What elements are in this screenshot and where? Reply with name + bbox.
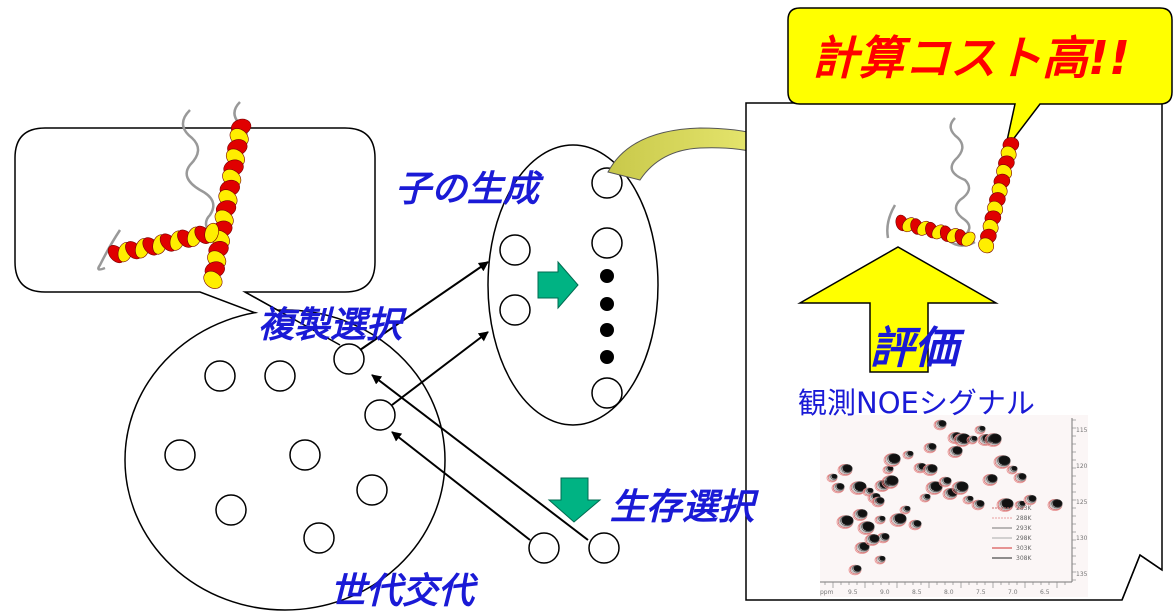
nmr-peak [993,455,1011,469]
nmr-peak [947,445,963,458]
child-individuals [499,167,623,409]
nmr-peak [953,433,971,447]
nmr-peak [836,515,854,529]
survivor-individuals [528,532,620,564]
nmr-peak [849,481,867,495]
nmr-peak [1014,500,1026,510]
nmr-peak [966,435,978,445]
svg-text:7.5: 7.5 [976,589,986,596]
nmr-peak [826,473,838,483]
nmr-peak [951,481,969,495]
nmr-peak [1047,498,1063,511]
svg-text:125: 125 [1076,499,1088,506]
evaluation-label: 評価 [870,323,958,374]
nmr-peak [923,442,937,454]
svg-text:135: 135 [1076,571,1088,578]
nmr-peak [862,487,874,497]
nmr-peak [874,515,886,525]
svg-text:7.0: 7.0 [1008,589,1018,596]
svg-text:120: 120 [1076,463,1088,470]
nmr-peak [854,542,870,555]
legend-label: 293K [1016,525,1032,532]
svg-text:9.5: 9.5 [848,589,858,596]
nmr-peak [874,555,886,565]
svg-text:8.5: 8.5 [912,589,922,596]
protein-structure-icon [97,101,252,289]
nmr-peak [984,433,1002,447]
nmr-peak [852,508,868,521]
ellipsis-dots [600,269,614,364]
evaluation-up-arrow [797,246,999,373]
nmr-peak [883,453,901,467]
cost-callout-text: 計算コスト高!! [812,31,1130,85]
helix-segment [961,231,976,247]
nmr-spectrum: 283K 288K 293K 298K 303K 308K 115 120 125 130… [820,415,1088,597]
nmr-peak [962,495,974,505]
helix-segment [203,270,223,289]
nmr-peak [882,465,894,475]
nmr-peak [933,419,947,431]
nmr-peak [938,476,952,488]
generation-alternation-label: 世代交代 [330,571,475,612]
nmr-peak [848,564,862,576]
nmr-peak [889,513,907,527]
flow-arrows [359,261,589,541]
population-individuals [164,343,396,554]
nmr-peak [837,463,853,476]
nmr-peak [982,473,998,486]
survival-selection-label: 生存選択 [610,487,755,528]
svg-text:130: 130 [1076,535,1088,542]
legend-label: 288K [1016,515,1032,522]
legend-label: 303K [1016,545,1032,552]
nmr-peak [902,450,914,460]
nmr-peak [996,498,1014,512]
nmr-peak [881,475,899,489]
predicted-structure-icon [886,117,1020,254]
observed-signal-label: 観測NOEシグナル [798,386,1035,420]
helix-segment [204,222,219,244]
nmr-peak [942,487,958,500]
nmr-peak [974,425,986,435]
svg-text:8.0: 8.0 [944,589,954,596]
green-right-arrow [537,260,579,310]
replication-selection-label: 複製選択 [258,305,403,346]
nmr-peak [1023,494,1037,506]
legend-label: 283K [1016,505,1032,512]
cost-callout-bubble [787,7,1173,151]
nmr-peak [1006,465,1018,475]
nmr-peak [899,505,911,515]
population-circle [124,309,446,611]
svg-text:6.5: 6.5 [1040,589,1050,596]
nmr-peak [857,521,875,535]
legend-label: 298K [1016,535,1032,542]
bubble-tail-overlay [210,294,338,344]
nmr-peak [864,534,880,547]
svg-text:9.0: 9.0 [880,589,890,596]
nmr-peak [971,499,985,511]
helix-segment [978,237,995,254]
legend-label: 308K [1016,555,1032,562]
nmr-peak [922,463,938,476]
nmr-peak [831,482,845,494]
child-generation-label: 子の生成 [395,169,540,210]
svg-text:115: 115 [1076,427,1088,434]
nmr-peak [908,519,922,531]
svg-text:ppm: ppm [820,589,834,596]
nmr-peak [871,496,885,508]
nmr-peak [919,493,931,503]
nmr-peak [1013,472,1027,484]
green-down-arrow [547,477,602,523]
